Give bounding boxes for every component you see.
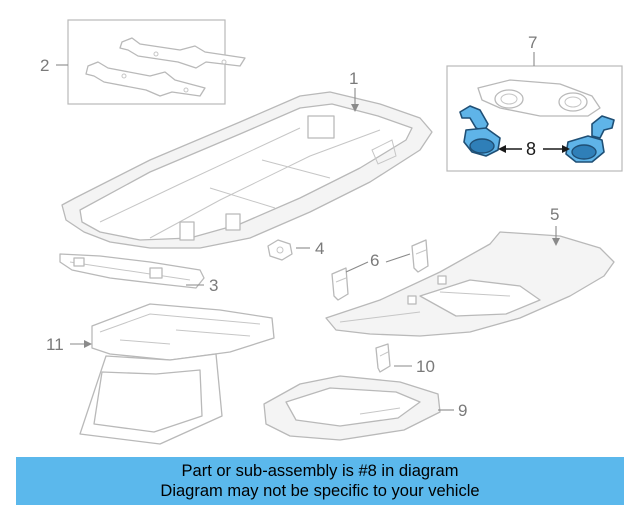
part-9-cover [263, 375, 441, 441]
bracket-lower [85, 61, 206, 97]
callout-9: 9 [458, 401, 467, 420]
callout-5: 5 [550, 205, 559, 224]
callout-10: 10 [416, 357, 435, 376]
callout-2: 2 [40, 56, 49, 75]
right-lamp-lens [571, 144, 597, 160]
part-2-brackets [67, 19, 246, 105]
part-3-trim [59, 253, 205, 289]
part-6-clips [331, 239, 429, 301]
leader-6b [385, 253, 411, 263]
info-banner: Part or sub-assembly is #8 in diagram Di… [16, 457, 624, 505]
callout-7: 7 [528, 33, 537, 52]
part-7-lamp-housing [477, 79, 601, 117]
monitor-screen [93, 369, 203, 433]
part-8-left-lamp [459, 105, 501, 157]
callout-6: 6 [370, 251, 379, 270]
leader-6a [345, 261, 369, 273]
right-lamp-wire [591, 115, 615, 139]
left-lamp-lens [469, 138, 495, 154]
callout-1: 1 [349, 69, 358, 88]
callout-8: 8 [526, 139, 536, 159]
headliner-console-cutout [307, 115, 335, 139]
bracket-upper [119, 37, 246, 69]
part-1-headliner [61, 91, 433, 249]
callout-11: 11 [46, 335, 64, 354]
banner-line-1: Part or sub-assembly is #8 in diagram [181, 462, 459, 480]
callout-4: 4 [315, 239, 324, 258]
part-10-clip [375, 343, 391, 373]
part-4-clip [267, 239, 293, 261]
banner-line-2: Diagram may not be specific to your vehi… [160, 482, 480, 500]
part-11-monitor [79, 303, 275, 445]
part-8-right-lamp [565, 115, 615, 163]
callout-3: 3 [209, 276, 218, 295]
part-5-console [325, 231, 615, 337]
